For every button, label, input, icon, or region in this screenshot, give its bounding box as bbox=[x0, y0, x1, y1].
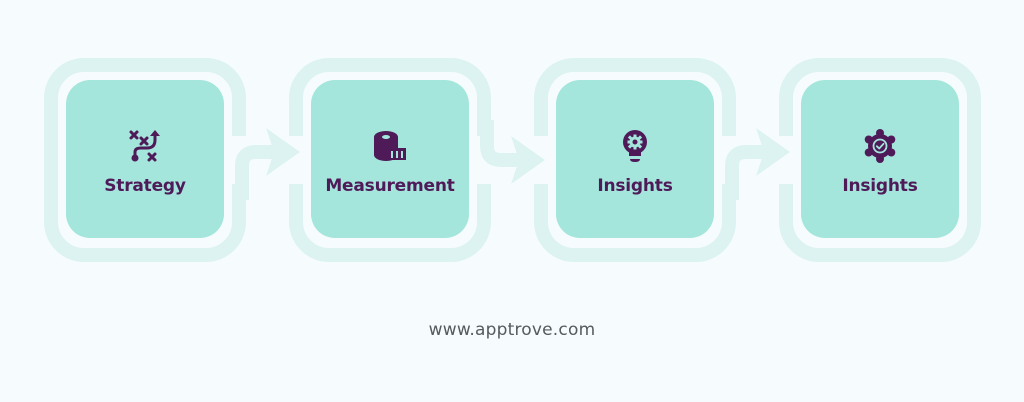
step-label: Insights bbox=[842, 176, 918, 196]
step-card-insights-2: Insights bbox=[801, 80, 959, 238]
strategy-path-icon bbox=[129, 130, 160, 162]
step-label: Insights bbox=[597, 176, 673, 196]
step-1-ring bbox=[44, 58, 246, 262]
step-label: Measurement bbox=[325, 176, 455, 196]
step-card-measurement: Measurement bbox=[311, 80, 469, 238]
step-card-insights: Insights bbox=[556, 80, 714, 238]
arrow-connector-icon bbox=[480, 120, 545, 184]
step-3-ring bbox=[534, 58, 736, 262]
website-url: www.apptrove.com bbox=[428, 320, 596, 340]
arrow-connector-icon bbox=[235, 128, 300, 200]
gear-check-icon bbox=[864, 129, 896, 163]
lightbulb-gear-icon bbox=[623, 130, 647, 162]
step-4-ring bbox=[779, 58, 981, 262]
step-card-strategy: Strategy bbox=[66, 80, 224, 238]
step-label: Strategy bbox=[104, 176, 186, 196]
measuring-tape-icon bbox=[374, 131, 406, 161]
arrow-connector-icon bbox=[725, 128, 790, 200]
